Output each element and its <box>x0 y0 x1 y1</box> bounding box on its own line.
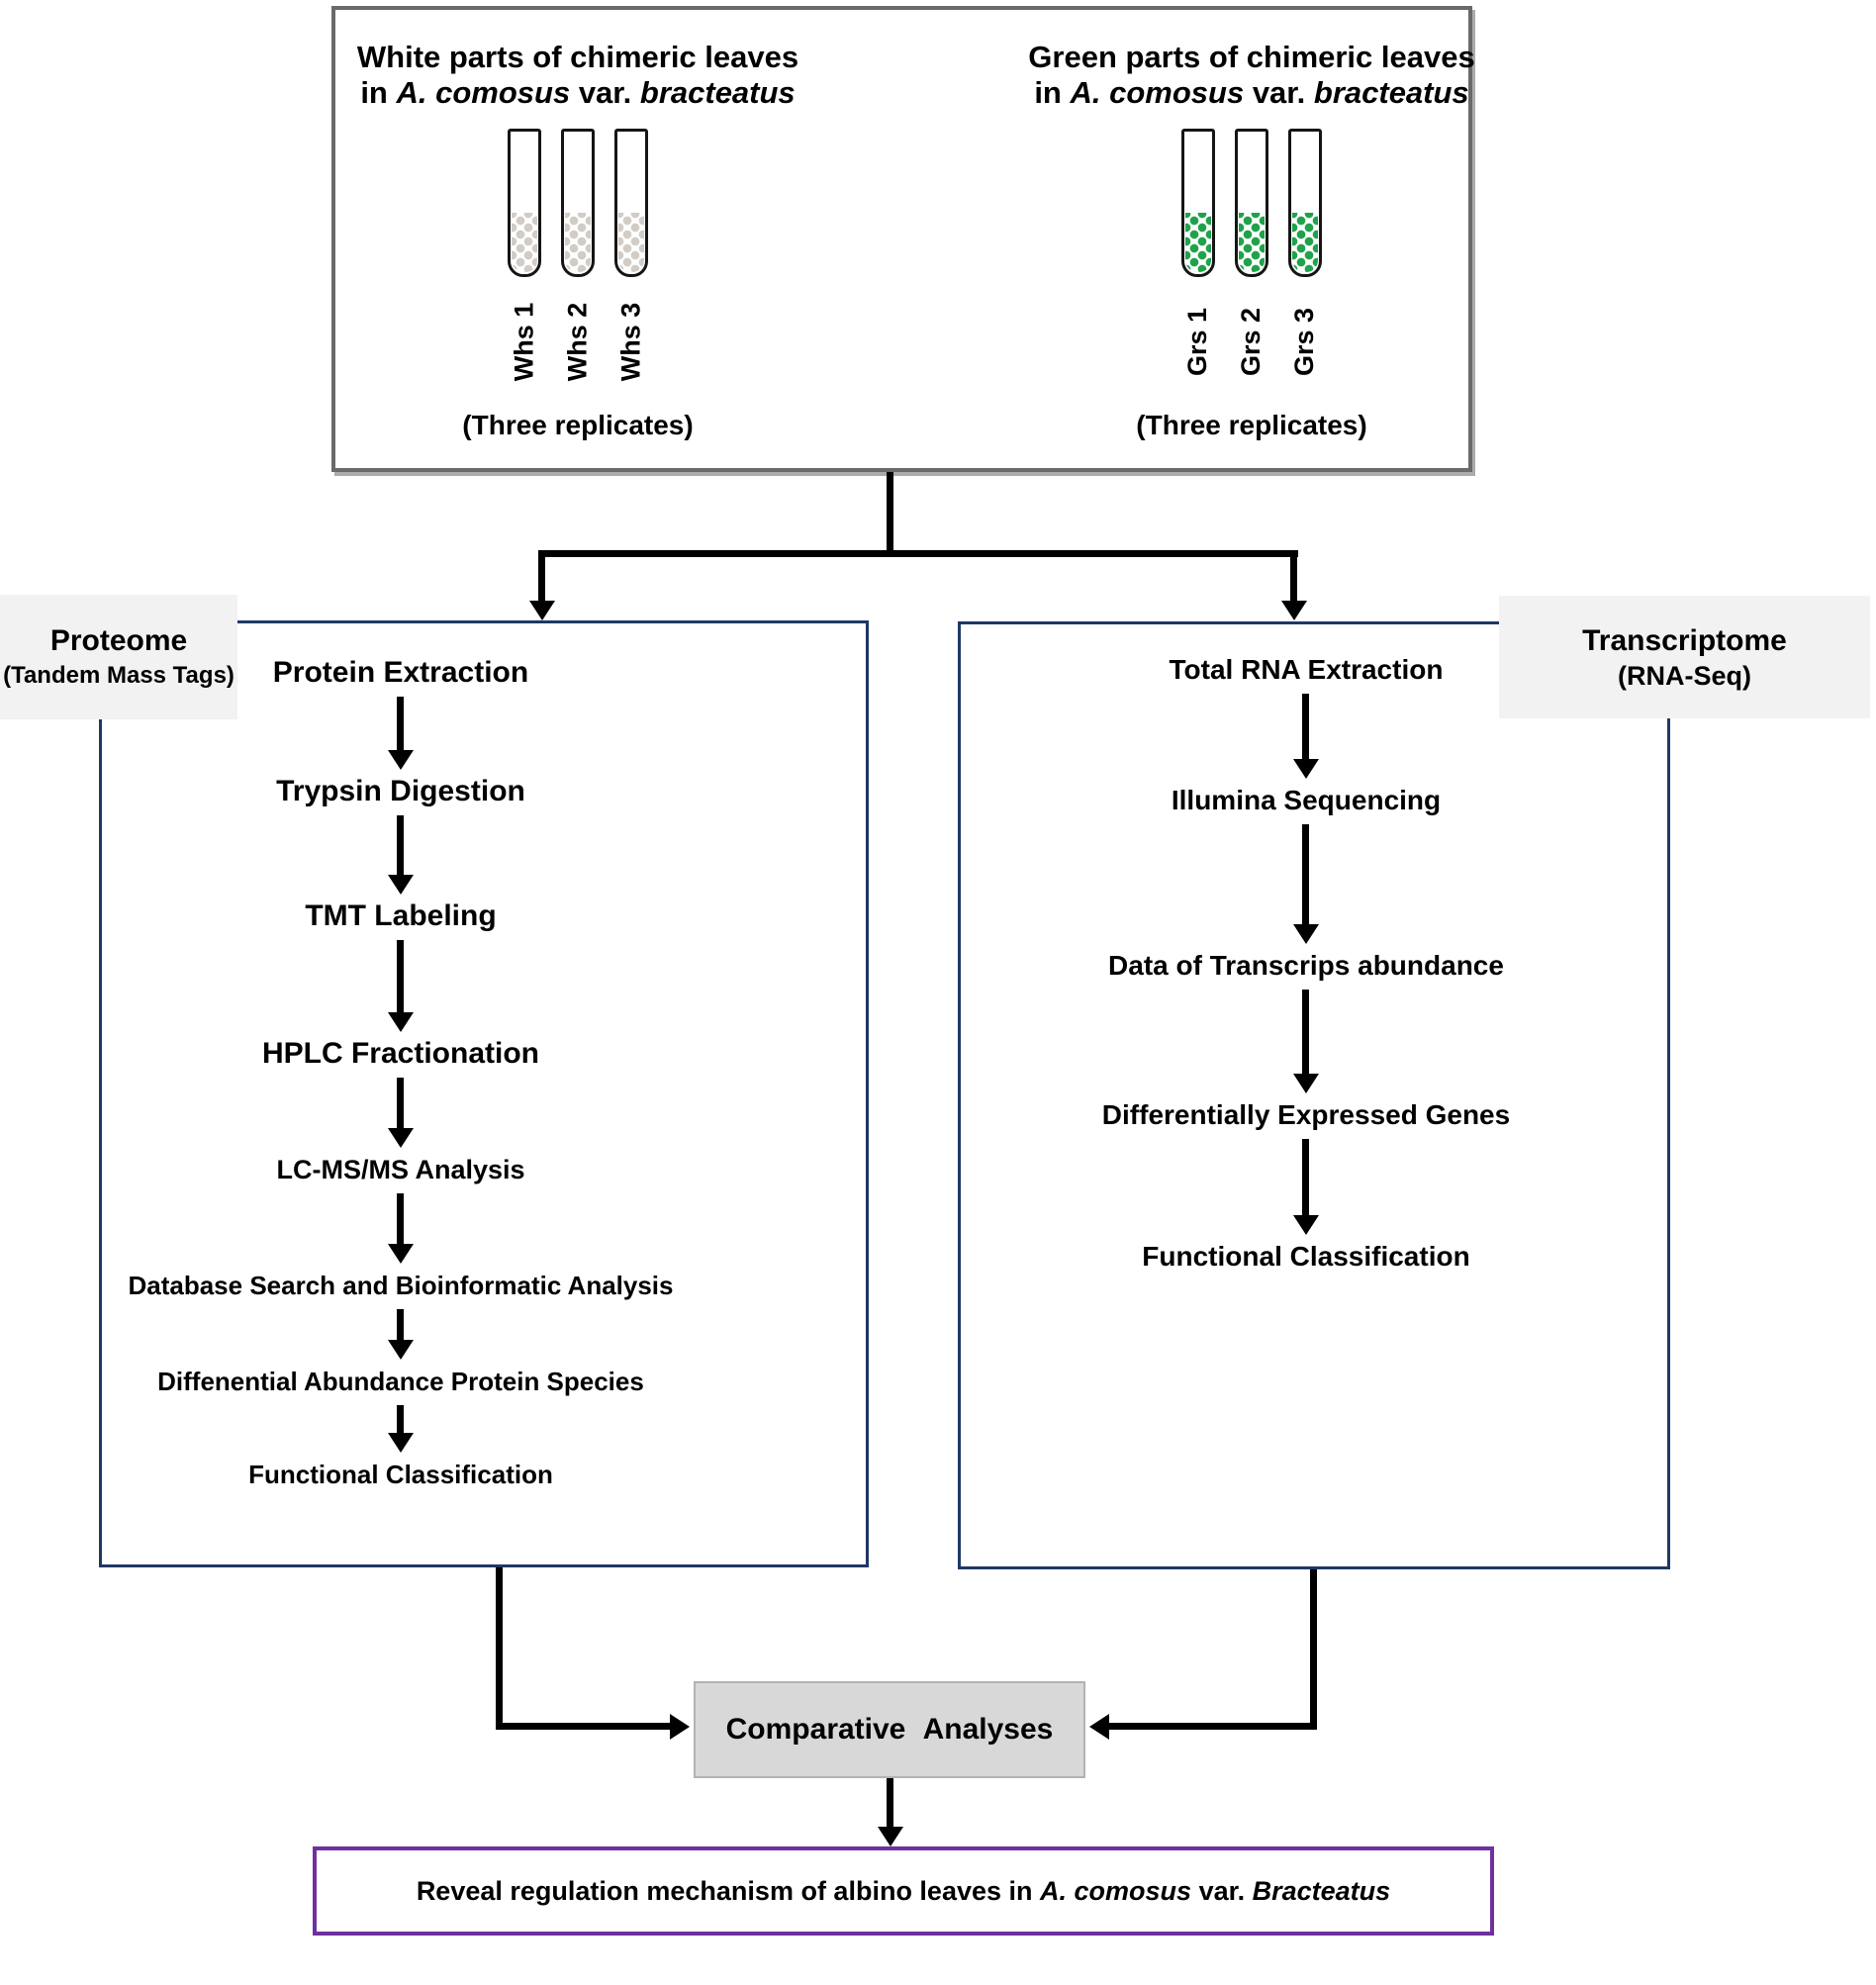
transcriptome-flow-arrow <box>1302 990 1309 1074</box>
white-tube-row <box>508 129 648 277</box>
proteome-step-7: Diffenential Abundance Protein Species <box>157 1367 644 1396</box>
connector-top-horizontal <box>538 550 1298 557</box>
proteome-step-6: Database Search and Bioinformatic Analys… <box>128 1271 674 1300</box>
arrow-into-transcriptome <box>1290 550 1297 601</box>
connector-top-vertical <box>887 472 893 557</box>
proteome-box <box>99 620 869 1567</box>
arrowhead-down-icon <box>878 1827 903 1846</box>
transcriptome-label-title: Transcriptome <box>1582 624 1787 657</box>
proteome-output-line-vertical <box>496 1567 503 1730</box>
test-tube-whs1 <box>508 129 541 277</box>
proteome-step-8: Functional Classification <box>248 1460 553 1489</box>
test-tube-grs1 <box>1181 129 1215 277</box>
test-tube-whs2 <box>561 129 595 277</box>
tube-label: Grs 2 <box>1236 307 1266 376</box>
green-sample-group: Green parts of chimeric leaves in A. com… <box>994 40 1509 441</box>
green-sample-fill <box>1185 213 1211 272</box>
white-sample-fill <box>565 213 591 272</box>
white-group-title-line1: White parts of chimeric leaves <box>356 40 799 74</box>
green-sample-fill <box>1239 213 1265 272</box>
green-tube-row <box>1181 129 1322 277</box>
white-sample-fill <box>618 213 644 272</box>
white-sample-group: White parts of chimeric leaves in A. com… <box>321 40 835 441</box>
comparative-analyses-label: Comparative Analyses <box>725 1713 1054 1746</box>
proteome-step-2: Trypsin Digestion <box>276 775 525 807</box>
white-sample-fill <box>512 213 537 272</box>
proteome-flow-arrow <box>397 1193 404 1244</box>
transcriptome-label: Transcriptome (RNA-Seq) <box>1499 596 1870 718</box>
green-replicates-note: (Three replicates) <box>1136 410 1367 440</box>
proteome-output-line-horizontal <box>496 1723 670 1730</box>
transcriptome-box <box>958 621 1670 1569</box>
tube-label: Whs 1 <box>509 302 539 381</box>
green-tube-labels: Grs 1 Grs 2 Grs 3 <box>1181 283 1322 400</box>
transcriptome-flow-arrow <box>1302 824 1309 924</box>
proteome-flow-arrow <box>397 1309 404 1340</box>
test-tube-grs3 <box>1288 129 1322 277</box>
green-group-title-line2: in A. comosus var. bracteatus <box>1034 75 1469 110</box>
arrowhead-left-icon <box>1089 1714 1109 1740</box>
proteome-step-4: HPLC Fractionation <box>261 1037 539 1070</box>
white-replicates-note: (Three replicates) <box>462 410 694 440</box>
proteome-label-subtitle: (Tandem Mass Tags) <box>3 662 234 689</box>
transcriptome-flow-arrow <box>1302 694 1309 759</box>
proteome-step-5: LC-MS/MS Analysis <box>276 1155 525 1184</box>
white-group-title: White parts of chimeric leaves in A. com… <box>357 40 798 111</box>
arrowhead-right-icon <box>670 1714 690 1740</box>
transcriptome-step-3: Data of Transcrips abundance <box>1108 950 1504 981</box>
transcriptome-output-line-vertical <box>1310 1569 1317 1730</box>
proteome-step-1: Protein Extraction <box>272 656 529 689</box>
test-tube-whs3 <box>614 129 648 277</box>
arrow-into-proteome <box>538 550 545 601</box>
proteome-label: Proteome (Tandem Mass Tags) <box>0 595 237 719</box>
transcriptome-flow-arrow <box>1302 1139 1309 1215</box>
transcriptome-step-2: Illumina Sequencing <box>1171 785 1442 815</box>
final-result-box: Reveal regulation mechanism of albino le… <box>313 1846 1494 1936</box>
transcriptome-output-line-horizontal <box>1109 1723 1317 1730</box>
white-group-title-line2: in A. comosus var. bracteatus <box>360 75 796 110</box>
test-tube-grs2 <box>1235 129 1268 277</box>
transcriptome-step-5: Functional Classification <box>1142 1241 1470 1272</box>
transcriptome-step-4: Differentially Expressed Genes <box>1101 1099 1511 1130</box>
proteome-flow-arrow <box>397 697 404 750</box>
proteome-flow-arrow <box>397 1078 404 1128</box>
proteome-flow-arrow <box>397 1405 404 1433</box>
samples-box: White parts of chimeric leaves in A. com… <box>331 6 1475 472</box>
green-group-title: Green parts of chimeric leaves in A. com… <box>1028 40 1474 111</box>
tube-label: Whs 2 <box>562 302 593 381</box>
proteome-label-title: Proteome <box>49 624 188 657</box>
tube-label: Grs 3 <box>1289 307 1320 376</box>
proteome-flow-arrow <box>397 940 404 1012</box>
transcriptome-step-1: Total RNA Extraction <box>1169 654 1444 685</box>
final-result-text: Reveal regulation mechanism of albino le… <box>416 1875 1391 1906</box>
green-group-title-line1: Green parts of chimeric leaves <box>1028 40 1475 74</box>
tube-label: Grs 1 <box>1182 307 1213 376</box>
transcriptome-label-subtitle: (RNA-Seq) <box>1618 661 1751 691</box>
green-sample-fill <box>1292 213 1318 272</box>
comparative-down-line <box>887 1778 893 1828</box>
proteome-flow-arrow <box>397 815 404 875</box>
white-tube-labels: Whs 1 Whs 2 Whs 3 <box>508 283 648 400</box>
comparative-analyses-box: Comparative Analyses <box>694 1681 1085 1778</box>
tube-label: Whs 3 <box>615 302 646 381</box>
proteome-step-3: TMT Labeling <box>305 899 497 932</box>
